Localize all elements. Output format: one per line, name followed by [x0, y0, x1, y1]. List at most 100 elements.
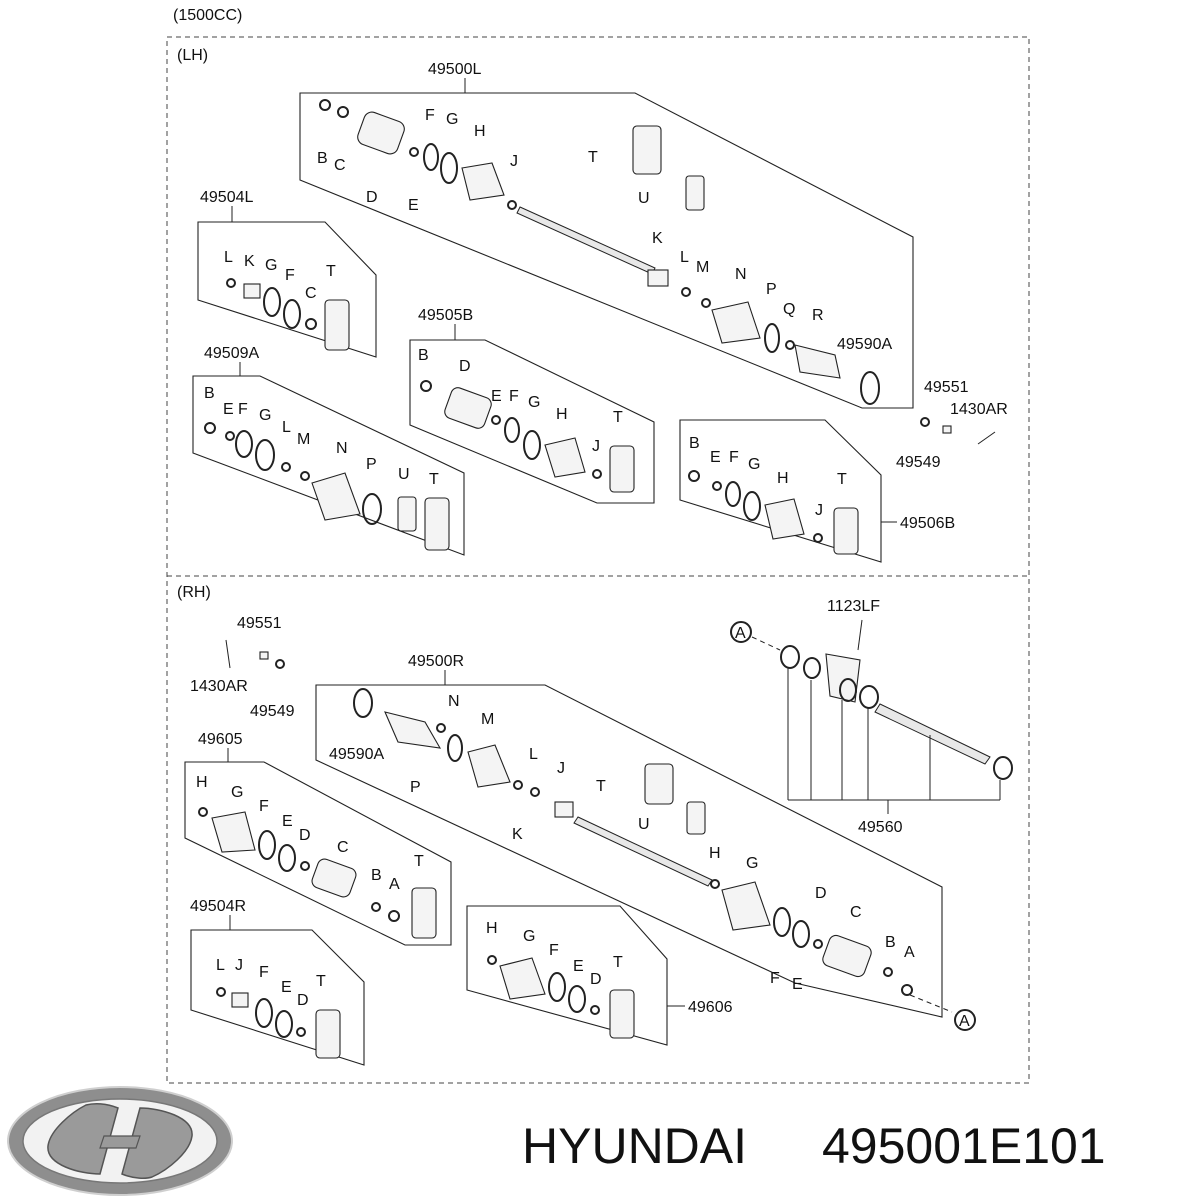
grease-large-part — [644, 763, 674, 805]
part-letter: K — [244, 253, 255, 270]
cv-joint-part — [822, 934, 872, 978]
washer-part — [371, 902, 381, 912]
part-letter: L — [216, 957, 225, 974]
lh-hardware: 49551 1430AR 49549 — [896, 379, 1008, 471]
logo-h-right — [121, 1107, 193, 1179]
clamp-part — [263, 287, 281, 317]
cv-joint-part — [311, 858, 357, 898]
marker-letter: A — [959, 1013, 970, 1030]
pin-code: 1430AR — [190, 678, 248, 695]
clamp-part — [725, 481, 741, 507]
lh-kit-49506B: 49506B B E F G H J T — [679, 419, 955, 563]
part-letter: C — [850, 904, 862, 921]
footer: HYUNDAI 495001E101 — [7, 1086, 1106, 1196]
clamp-part — [548, 972, 566, 1002]
part-letter: H — [556, 406, 568, 423]
seal-part — [859, 685, 879, 709]
bearing-part — [803, 657, 821, 679]
clamp-part — [278, 844, 296, 872]
damper-part — [647, 269, 669, 287]
rh-kit-49605: 49605 H G F E D C B A T — [184, 731, 452, 946]
logo-h-bar — [99, 1135, 141, 1149]
snap-ring-part — [901, 984, 913, 996]
assembly-panel — [315, 684, 943, 1018]
kit-code: 49506B — [900, 515, 955, 532]
kit-panel — [190, 929, 365, 1066]
grease-large-part — [632, 125, 662, 175]
kit-panel — [409, 339, 655, 504]
washer-part — [275, 659, 285, 669]
engine-label: (1500CC) — [173, 7, 242, 24]
part-letter: F — [549, 942, 559, 959]
grease-part — [609, 989, 635, 1039]
kit-code: 49606 — [688, 999, 733, 1016]
clamp-part — [423, 143, 439, 171]
grease-part — [324, 299, 350, 351]
part-letter: U — [398, 466, 410, 483]
part-letter: D — [366, 189, 378, 206]
part-letter: G — [265, 257, 277, 274]
boot-part — [721, 881, 771, 931]
brand-name: HYUNDAI — [522, 1118, 747, 1174]
band-part — [592, 469, 602, 479]
circlip-part — [590, 1005, 600, 1015]
part-letter: T — [837, 471, 847, 488]
intermediate-shaft-part — [874, 703, 991, 765]
part-letter: E — [281, 979, 292, 996]
part-letter: C — [334, 157, 346, 174]
part-letter: Q — [783, 301, 795, 318]
part-letter: E — [573, 958, 584, 975]
band-part — [226, 278, 236, 288]
clamp-part — [275, 1010, 293, 1038]
boot-part — [711, 301, 761, 344]
part-letter: T — [613, 954, 623, 971]
part-letter: R — [812, 307, 824, 324]
lh-kit-49509A: 49509A B E F G L M N P U T — [192, 345, 465, 556]
part-letter: H — [777, 470, 789, 487]
logo-h-left — [47, 1103, 119, 1175]
part-letter: D — [299, 827, 311, 844]
part-letter: F — [509, 388, 519, 405]
washer-code: 49549 — [896, 454, 941, 471]
tone-ring-code: 49590A — [329, 746, 384, 763]
part-letter: H — [196, 774, 208, 791]
circlip-part — [813, 939, 823, 949]
part-letter: A — [904, 944, 915, 961]
part-letter: G — [446, 111, 458, 128]
part-letter: F — [259, 798, 269, 815]
rh-kit-49504R: 49504R L J F E D T — [190, 898, 365, 1066]
part-letter: N — [735, 266, 747, 283]
boot-part — [544, 437, 586, 478]
band-part — [701, 298, 711, 308]
snap-ring-part — [319, 99, 331, 111]
part-letter: N — [336, 440, 348, 457]
part-letter: J — [510, 153, 518, 170]
assembly-code: 49500R — [408, 653, 464, 670]
seal-part — [780, 645, 800, 669]
nut-code: 49551 — [237, 615, 282, 632]
axle-shaft-part — [516, 206, 656, 275]
tone-ring-part — [353, 688, 373, 718]
grease-small-part — [685, 175, 705, 211]
split-pin-part — [225, 639, 231, 669]
kit-code: 49504L — [200, 189, 253, 206]
seal-part — [993, 756, 1013, 780]
assembly-panel — [299, 92, 914, 409]
clamp-part — [255, 439, 275, 471]
clamp-part — [523, 430, 541, 460]
part-letter: T — [613, 409, 623, 426]
clamp-part — [235, 430, 253, 458]
kit-panel — [679, 419, 882, 563]
outer-joint-part — [794, 344, 841, 379]
boot-part — [764, 498, 805, 540]
part-letter: M — [481, 711, 494, 728]
part-letter: A — [389, 876, 400, 893]
clamp-part — [504, 417, 520, 443]
part-letter: J — [592, 438, 600, 455]
part-letter: T — [414, 853, 424, 870]
split-pin-part — [977, 431, 996, 445]
part-letter: K — [652, 230, 663, 247]
part-letter: H — [709, 845, 721, 862]
part-letter: J — [557, 760, 565, 777]
